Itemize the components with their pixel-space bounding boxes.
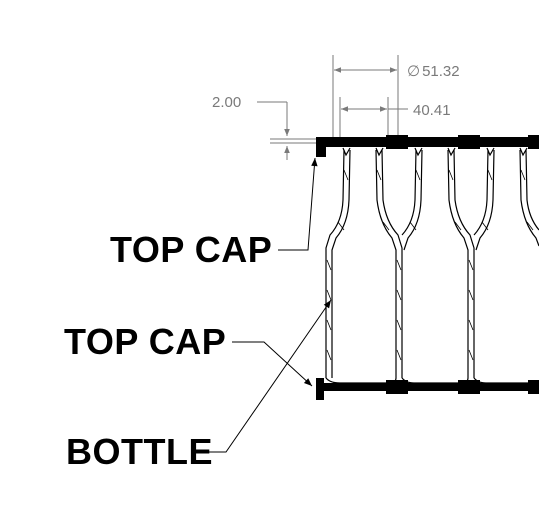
outer-diameter-label: ∅51.32 — [407, 63, 460, 80]
inner-diameter-value: 40.41 — [413, 102, 451, 119]
outer-diameter-value: 51.32 — [422, 63, 460, 80]
outer-diameter-dimension: ∅51.32 — [332, 55, 460, 140]
inner-diameter-dimension: 40.41 — [339, 97, 451, 140]
top-cap-plate — [316, 135, 539, 157]
cap-thickness-value: 2.00 — [212, 94, 241, 111]
bottle-1 — [325, 147, 403, 384]
top-cap-label-lower: TOP CAP — [64, 321, 226, 362]
callout-top-cap-upper: TOP CAP — [110, 157, 318, 270]
callout-bottle: BOTTLE — [66, 299, 332, 472]
diameter-symbol: ∅ — [407, 63, 420, 80]
bottle-label: BOTTLE — [66, 431, 213, 472]
bottle-2 — [401, 147, 475, 384]
bottom-cap-plate — [316, 378, 539, 400]
callout-top-cap-lower: TOP CAP — [64, 321, 313, 387]
bottle-3 — [473, 147, 539, 384]
cap-thickness-dimension: 2.00 — [212, 94, 318, 160]
top-cap-label-upper: TOP CAP — [110, 229, 272, 270]
